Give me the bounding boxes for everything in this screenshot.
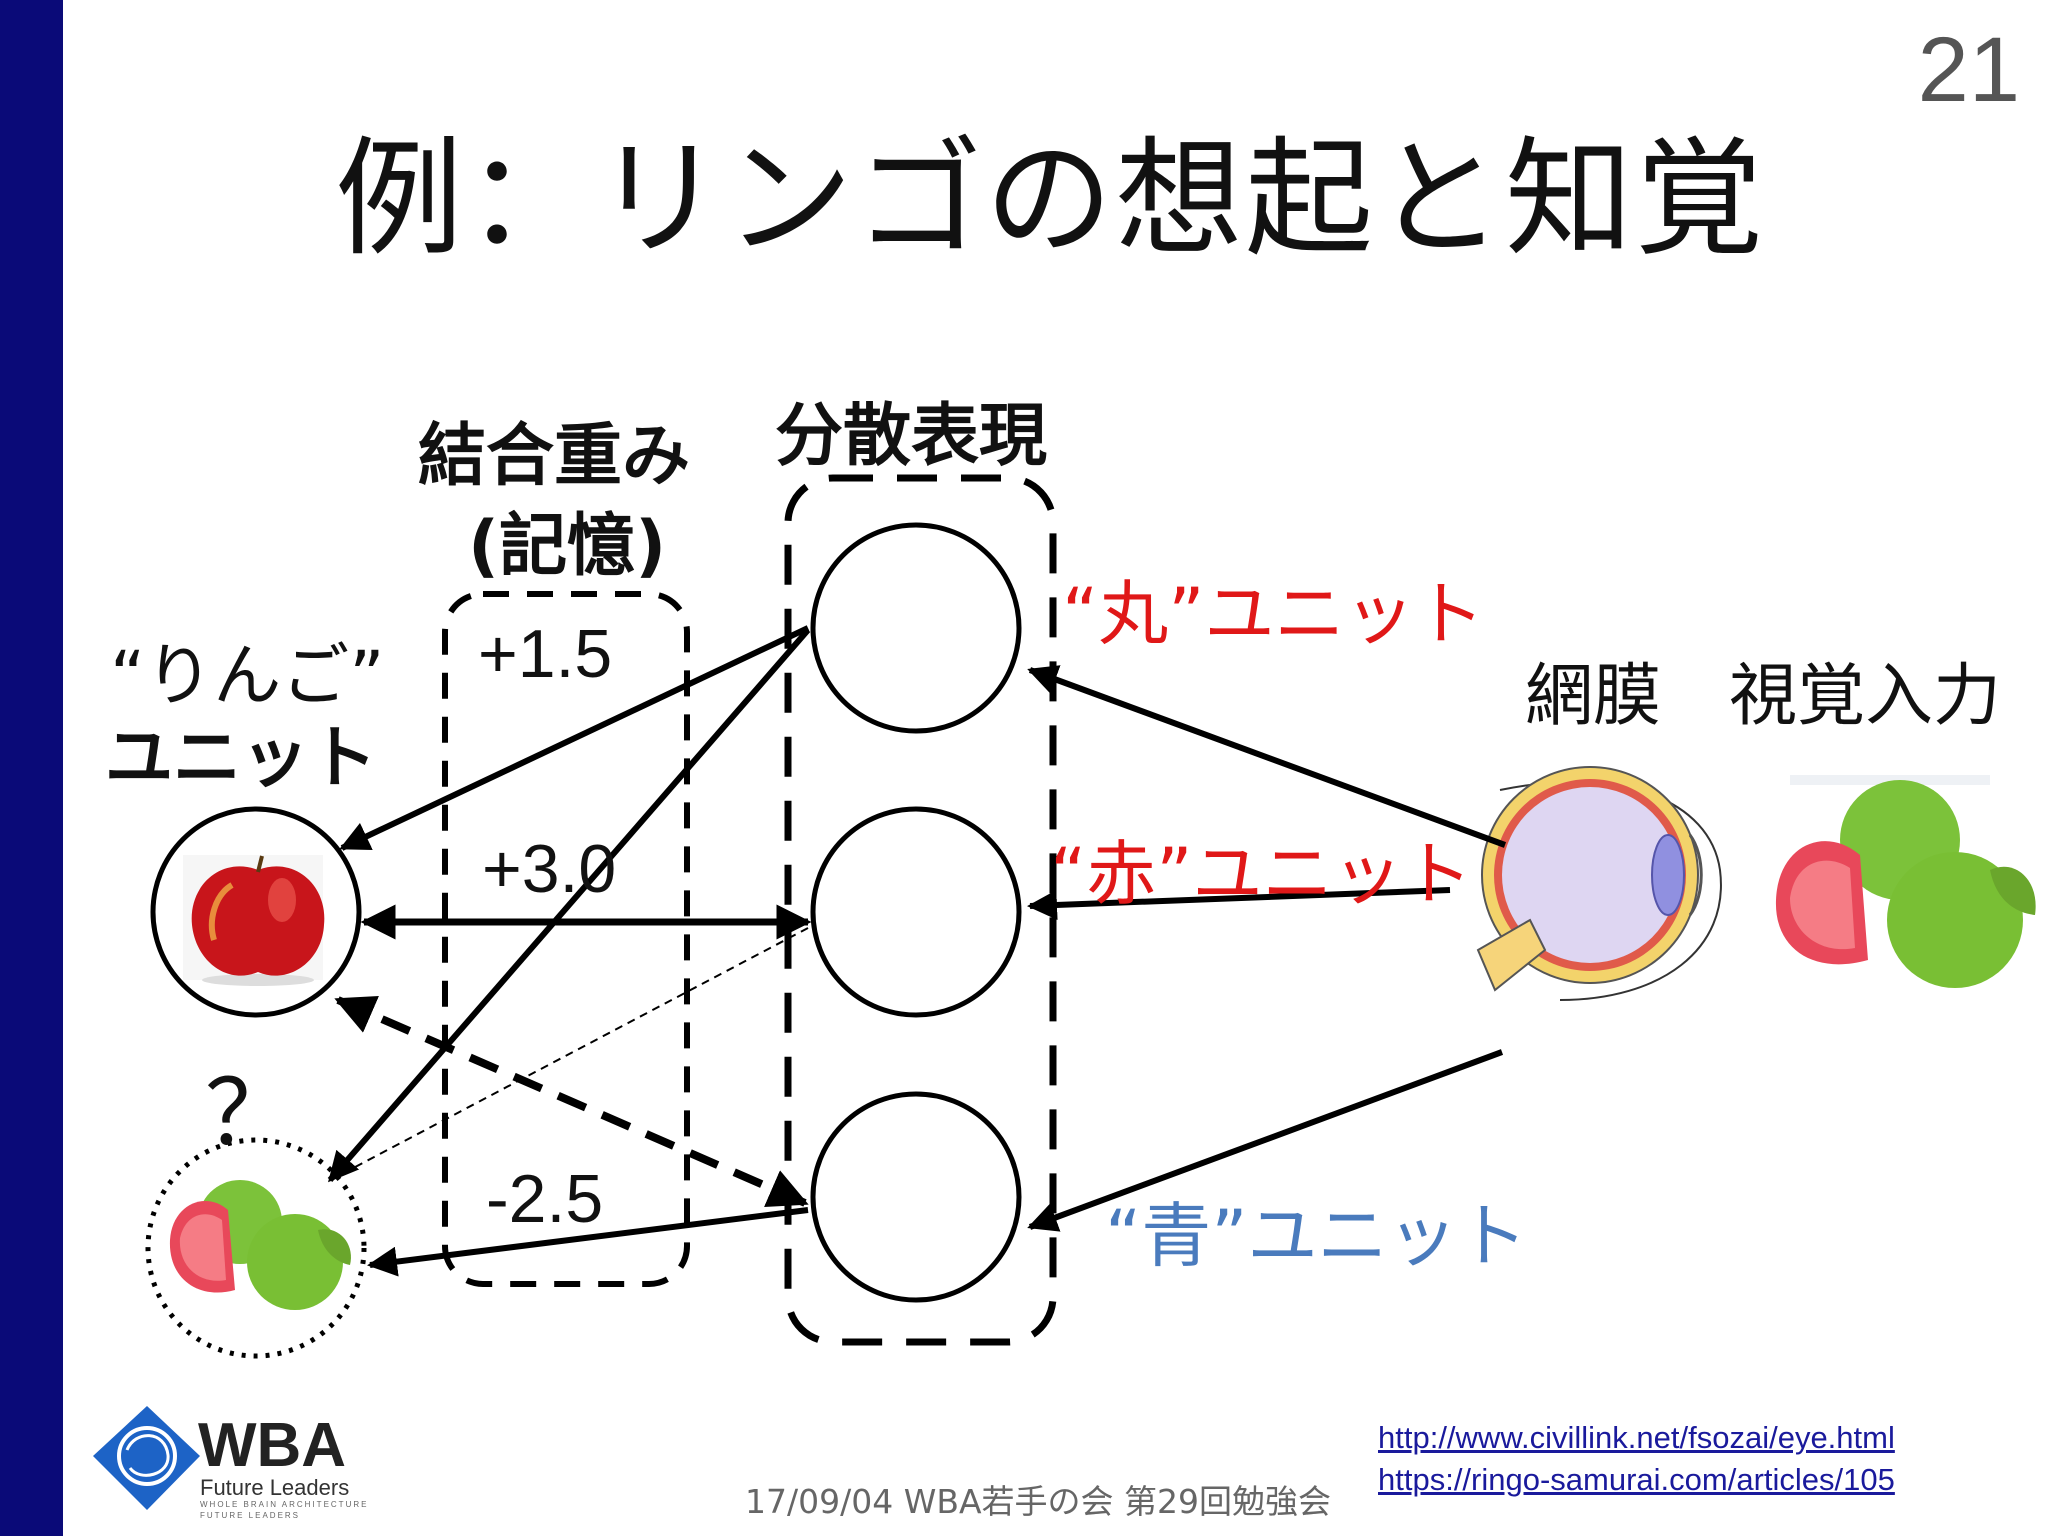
sidebar-bar — [0, 0, 63, 1536]
question-mark: ？ — [205, 1061, 295, 1166]
thin-dashed-red-to-greenapple — [339, 927, 809, 1176]
source-link-apple[interactable]: https://ringo-samurai.com/articles/105 — [1378, 1462, 1895, 1497]
blue-unit-circle — [810, 1091, 1022, 1303]
blue-unit-label: “青”ユニット — [1105, 1195, 1528, 1277]
weights-header-line2: (記憶) — [468, 507, 667, 586]
round-unit-label: “丸”ユニット — [1062, 573, 1485, 655]
apple-unit-label-line1: “りんご” — [110, 637, 385, 716]
arrow-input-red — [1027, 887, 1451, 920]
distributed-header: 分散表現 — [775, 397, 1048, 476]
wba-logo-mark — [93, 1406, 200, 1510]
arrow-input-blue — [1027, 1049, 1504, 1232]
slide-title: 例：リンゴの想起と知覚 — [335, 125, 1766, 274]
weights-header-line1: 結合重み — [418, 417, 691, 496]
arrow-input-round — [1027, 665, 1507, 848]
wba-logo-text: WBA — [198, 1411, 347, 1480]
footer-text: 17/09/04 WBA若手の会 第29回勉強会 — [745, 1482, 1332, 1521]
arrow-round-to-apple — [339, 625, 810, 851]
green-apples-image-input — [1775, 775, 2036, 988]
weight-value-2: +3.0 — [482, 831, 617, 907]
weight-value-3: -2.5 — [486, 1161, 604, 1237]
distributed-box — [784, 474, 1057, 1346]
red-apple-image — [183, 855, 325, 986]
slide-number: 21 — [1917, 19, 2020, 121]
round-unit-circle — [810, 522, 1022, 734]
arrow-blue-to-greenapple — [367, 1207, 809, 1277]
weight-value-1: +1.5 — [478, 616, 613, 692]
green-apples-image-small — [169, 1180, 351, 1310]
red-unit-label: “赤”ユニット — [1050, 833, 1473, 915]
dashed-arrow-apple-blue — [334, 996, 809, 1207]
wba-logo-subline1: WHOLE BRAIN ARCHITECTURE — [200, 1500, 369, 1509]
wba-logo-subline2: FUTURE LEADERS — [200, 1511, 301, 1520]
source-link-eye[interactable]: http://www.civillink.net/fsozai/eye.html — [1378, 1420, 1895, 1455]
retina-input-label: 網膜 視覚入力 — [1525, 657, 2002, 736]
wba-logo-tagline: Future Leaders — [200, 1475, 350, 1500]
red-unit-circle — [810, 806, 1022, 1018]
apple-unit-label-line2: ユニット — [105, 719, 378, 798]
eye-image — [1476, 766, 1722, 1001]
